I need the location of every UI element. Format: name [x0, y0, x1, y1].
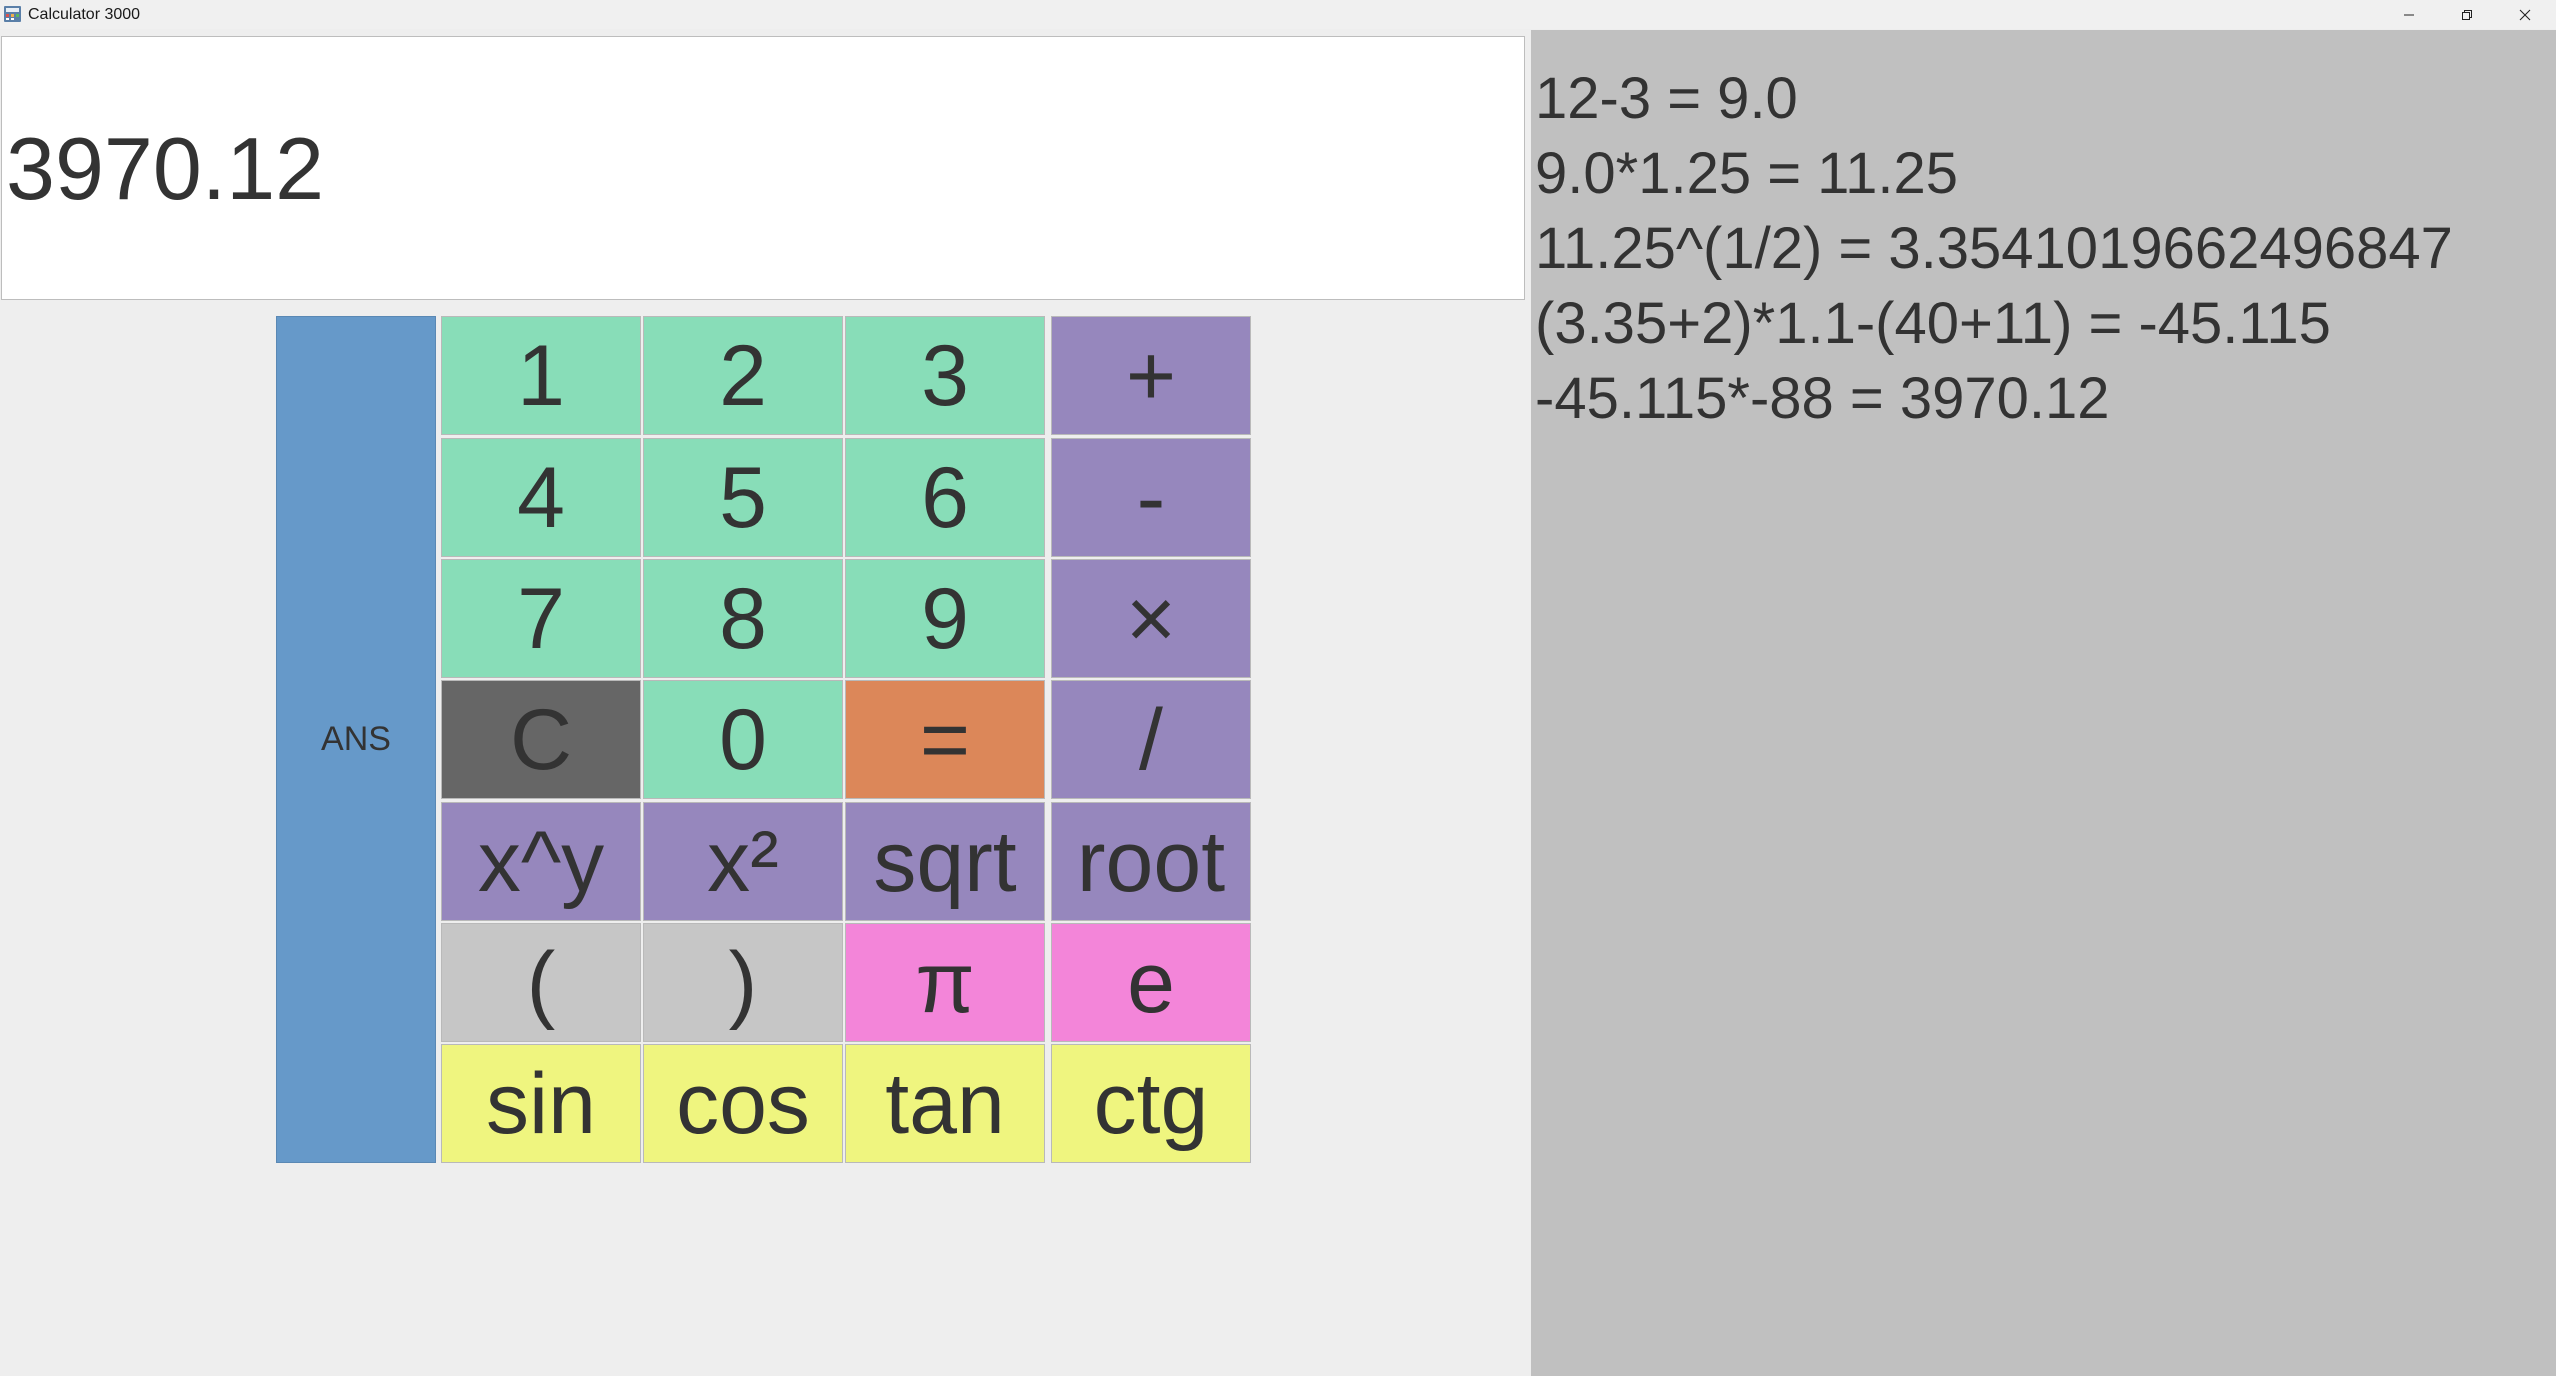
calculator-app-icon: [3, 4, 23, 24]
divide-button[interactable]: /: [1051, 680, 1251, 799]
history-entry: -45.115*-88 = 3970.12: [1535, 366, 2110, 431]
digit-6-button[interactable]: 6: [845, 438, 1045, 557]
open-paren-button[interactable]: (: [441, 923, 641, 1042]
minimize-icon: [2404, 14, 2414, 15]
title-bar: Calculator 3000: [0, 0, 2556, 29]
plus-button[interactable]: +: [1051, 316, 1251, 435]
sqrt-button[interactable]: sqrt: [845, 802, 1045, 921]
euler-e-button[interactable]: e: [1051, 923, 1251, 1042]
sin-button[interactable]: sin: [441, 1044, 641, 1163]
root-button[interactable]: root: [1051, 802, 1251, 921]
history-entry: 11.25^(1/2) = 3.3541019662496847: [1535, 216, 2453, 281]
minus-button[interactable]: -: [1051, 438, 1251, 557]
display-value: 3970.12: [6, 119, 325, 218]
digit-1-button[interactable]: 1: [441, 316, 641, 435]
history-panel[interactable]: 12-3 = 9.0 9.0*1.25 = 11.25 11.25^(1/2) …: [1531, 30, 2556, 1376]
history-entry: (3.35+2)*1.1-(40+11) = -45.115: [1535, 291, 2331, 356]
equals-button[interactable]: =: [845, 680, 1045, 799]
close-button[interactable]: [2496, 0, 2554, 29]
history-list: 12-3 = 9.0 9.0*1.25 = 11.25 11.25^(1/2) …: [1531, 61, 2556, 436]
close-icon: [2519, 9, 2531, 20]
digit-0-button[interactable]: 0: [643, 680, 843, 799]
ans-button[interactable]: ANS: [276, 316, 436, 1163]
keypad: ANS 1 2 3 + 4 5 6 - 7 8 9 × C 0 = / x^y …: [276, 316, 1251, 1163]
digit-3-button[interactable]: 3: [845, 316, 1045, 435]
digit-8-button[interactable]: 8: [643, 559, 843, 678]
power-button[interactable]: x^y: [441, 802, 641, 921]
square-button[interactable]: x²: [643, 802, 843, 921]
restore-icon: [2462, 9, 2472, 20]
digit-9-button[interactable]: 9: [845, 559, 1045, 678]
cos-button[interactable]: cos: [643, 1044, 843, 1163]
history-entry: 9.0*1.25 = 11.25: [1535, 141, 1959, 206]
tan-button[interactable]: tan: [845, 1044, 1045, 1163]
digit-7-button[interactable]: 7: [441, 559, 641, 678]
restore-button[interactable]: [2438, 0, 2496, 29]
panel-divider[interactable]: [1527, 30, 1531, 1376]
pi-button[interactable]: π: [845, 923, 1045, 1042]
window-title: Calculator 3000: [28, 6, 141, 23]
result-display[interactable]: 3970.12: [1, 36, 1525, 300]
digit-4-button[interactable]: 4: [441, 438, 641, 557]
digit-2-button[interactable]: 2: [643, 316, 843, 435]
digit-5-button[interactable]: 5: [643, 438, 843, 557]
multiply-button[interactable]: ×: [1051, 559, 1251, 678]
clear-button[interactable]: C: [441, 680, 641, 799]
minimize-button[interactable]: [2380, 0, 2438, 29]
close-paren-button[interactable]: ): [643, 923, 843, 1042]
ctg-button[interactable]: ctg: [1051, 1044, 1251, 1163]
history-entry: 12-3 = 9.0: [1535, 66, 1798, 131]
